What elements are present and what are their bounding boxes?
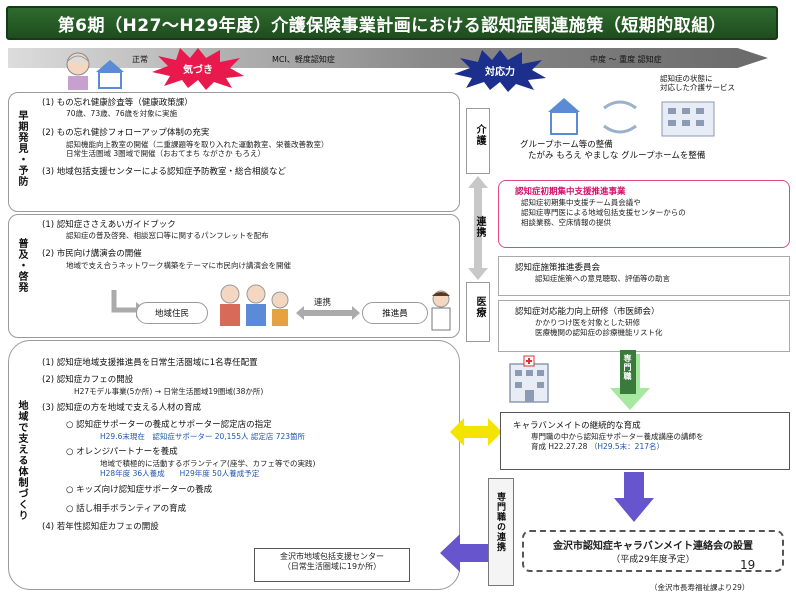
iryo-box <box>466 282 490 342</box>
early-detection-list: (1) もの忘れ健康診査等（健康政策課） 70歳、73歳、76歳を対象に実施 (… <box>42 98 329 179</box>
double-arrow-icon <box>296 306 360 320</box>
early-detection-box <box>8 92 460 212</box>
vertical-double-arrow-icon <box>468 176 488 280</box>
list-item: H29.6末現在 認知症サポーター 20,155人 認定店 723箇所 <box>100 431 306 441</box>
list-item: 認知機能向上教室の開催（二重課題等を取り入れた運動教室、栄養改善教室） <box>66 139 329 149</box>
senmonshoku-renkei-box <box>488 478 514 586</box>
timeline-stage-mci: MCI、軽度認知症 <box>272 55 335 64</box>
caravan-box: キャラバンメイトの継続的な育成 専門職の中から認知症サポーター養成講座の講師を … <box>500 412 790 470</box>
list-item: かかりつけ医を対象とした研修 <box>535 318 641 328</box>
group-home-detail: たがみ もろえ やましな グループホームを整備 <box>528 151 706 162</box>
list-item: (2) もの忘れ健診フォローアップ体制の充実 <box>42 128 210 139</box>
senmonshoku-tag <box>620 350 636 394</box>
list-item: 相談業務、空床情報の提供 <box>521 217 611 227</box>
list-item: 認知症の普及啓発、相談窓口等に関するパンフレットを配布 <box>66 231 269 241</box>
list-item: (4) 若年性認知症カフェの開設 <box>42 522 159 533</box>
caravan-line2: 育成 H22.27.28 （H29.5末：217名） <box>513 442 789 452</box>
initial-team-box: 認知症初期集中支援推進事業 認知症初期集中支援チーム員会議や 認知症専門医による… <box>498 180 790 248</box>
list-item: (2) 市民向け講演会の開催 <box>42 249 142 260</box>
elderly-person-icon <box>66 52 124 90</box>
caravan-line1: 専門職の中から認知症サポーター養成講座の講師を <box>531 432 704 442</box>
taiouryoku-burst-icon <box>454 50 546 92</box>
early-detection-label: 早期発見・予防 <box>16 110 27 187</box>
list-item: H27モデル事業(5か所) → 日常生活圏域19圏域(38か所) <box>74 386 264 396</box>
kizuki-burst-icon <box>152 48 244 90</box>
source-note: （金沢市長寿福祉課より29） <box>650 583 750 592</box>
training-title: 認知症対応能力向上研修（市医師会） <box>515 307 660 317</box>
taiouryoku-label: 対応力 <box>485 66 515 78</box>
awareness-list: (1) 認知症ささえあいガイドブック 認知症の普及啓発、相談窓口等に関するパンフ… <box>42 220 291 270</box>
iryo-label: 医療 <box>474 296 485 318</box>
kaigo-box <box>466 108 490 174</box>
list-item: 70歳、73歳、76歳を対象に実施 <box>66 109 178 119</box>
senmonshoku-renkei-label: 専門職の連携 <box>495 492 505 552</box>
care-service-caption: 認知症の状態に 対応した介護サービス <box>660 74 735 93</box>
purple-down-arrow-icon <box>614 472 654 522</box>
hospital-icon <box>509 355 549 403</box>
residents-pill: 地域住民 <box>136 302 208 324</box>
list-item: ○ 話し相手ボランティアの育成 <box>66 503 187 514</box>
list-item: (2) 認知症カフェの開設 <box>42 375 134 386</box>
group-home-box: グループホーム等の整備 たがみ もろえ やましな グループホームを整備 <box>498 140 790 184</box>
council-title: 金沢市認知症キャラバンメイト連絡会の設置 <box>552 541 754 552</box>
list-item: ○ キッズ向け認知症サポーターの養成 <box>66 485 213 496</box>
training-box: 認知症対応能力向上研修（市医師会） かかりつけ医を対象とした研修 医療機関の認知… <box>498 300 790 352</box>
list-item: 地域で支え合うネットワーク構築をテーマに市民向け講演会を開催 <box>66 260 291 270</box>
council-box: 金沢市認知症キャラバンメイト連絡会の設置 （平成29年度予定） <box>522 530 784 572</box>
senmonshoku-label: 専門職 <box>623 354 632 381</box>
renkei-middle-label: 連携 <box>474 216 485 238</box>
list-item: (1) 認知症ささえあいガイドブック <box>42 220 176 230</box>
list-item: 地域で積極的に活動するボランティア(座学、カフェ等での実践) <box>100 458 316 468</box>
kizuki-label: 気づき <box>183 64 213 76</box>
list-item: 認知症初期集中支援チーム員会議や <box>521 198 641 208</box>
list-item: 日常生活圏域 3圏域で開催（おおてまち ながさか もろえ） <box>66 149 266 159</box>
promoter-person-icon <box>431 290 451 331</box>
awareness-label: 普及・啓発 <box>16 238 27 293</box>
kaigo-label: 介護 <box>474 124 485 146</box>
renkei-caption: 連携 <box>314 298 332 308</box>
list-item: (1) 認知症地域支援推進員を日常生活圏域に1名専任配置 <box>42 358 258 368</box>
council-sub: （平成29年度予定） <box>611 555 695 565</box>
timeline-stage-severe: 中度 〜 重度 認知症 <box>590 55 662 64</box>
committee-detail: 認知症施策への意見聴取、評価等の助言 <box>535 274 670 284</box>
family-group-icon <box>220 284 289 326</box>
caravan-title: キャラバンメイトの継続的な育成 <box>513 421 641 431</box>
list-item: (3) 地域包括支援センターによる認知症予防教室・総合相談など <box>42 167 286 178</box>
list-item: 認知症専門医による地域包括支援センターからの <box>521 208 686 218</box>
list-item: (3) 認知症の方を地域で支える人材の育成 <box>42 402 201 413</box>
yellow-double-arrow-icon <box>450 418 502 446</box>
list-item: (1) もの忘れ健康診査等（健康政策課） <box>42 98 193 108</box>
list-item: ○ オレンジパートナーを養成 <box>66 447 178 458</box>
care-cycle-icon <box>548 98 715 137</box>
list-item: 医療機関の認知症の診療機能リスト化 <box>535 328 663 338</box>
caravan-stat: （H29.5末：217名） <box>589 442 664 452</box>
promoter-pill: 推進員 <box>362 302 428 324</box>
committee-title: 認知症施策推進委員会 <box>515 263 601 273</box>
regional-center-box: 金沢市地域包括支援センター （日常生活圏域に19か所） <box>254 548 410 582</box>
group-home-title: グループホーム等の整備 <box>520 140 613 150</box>
list-item: ○ 認知症サポーターの養成とサポーター認定店の指定 <box>66 420 272 431</box>
committee-box: 認知症施策推進委員会 認知症施策への意見聴取、評価等の助言 <box>498 256 790 296</box>
timeline-stage-normal: 正常 <box>132 55 148 64</box>
caravan-year-text: 育成 H22.27.28 <box>531 442 588 452</box>
purple-left-arrow-icon <box>440 534 488 572</box>
page-title: 第6期（H27〜H29年度）介護保険事業計画における認知症関連施策（短期的取組） <box>6 6 778 40</box>
page-number: 19 <box>740 558 756 572</box>
community-list: (1) 認知症地域支援推進員を日常生活圏域に1名専任配置 (2) 認知症カフェの… <box>42 358 315 534</box>
community-label: 地域で支える体制づくり <box>16 400 27 521</box>
list-item: H28年度 36人養成 H29年度 50人養成予定 <box>100 468 260 478</box>
initial-team-title: 認知症初期集中支援推進事業 <box>515 187 626 197</box>
